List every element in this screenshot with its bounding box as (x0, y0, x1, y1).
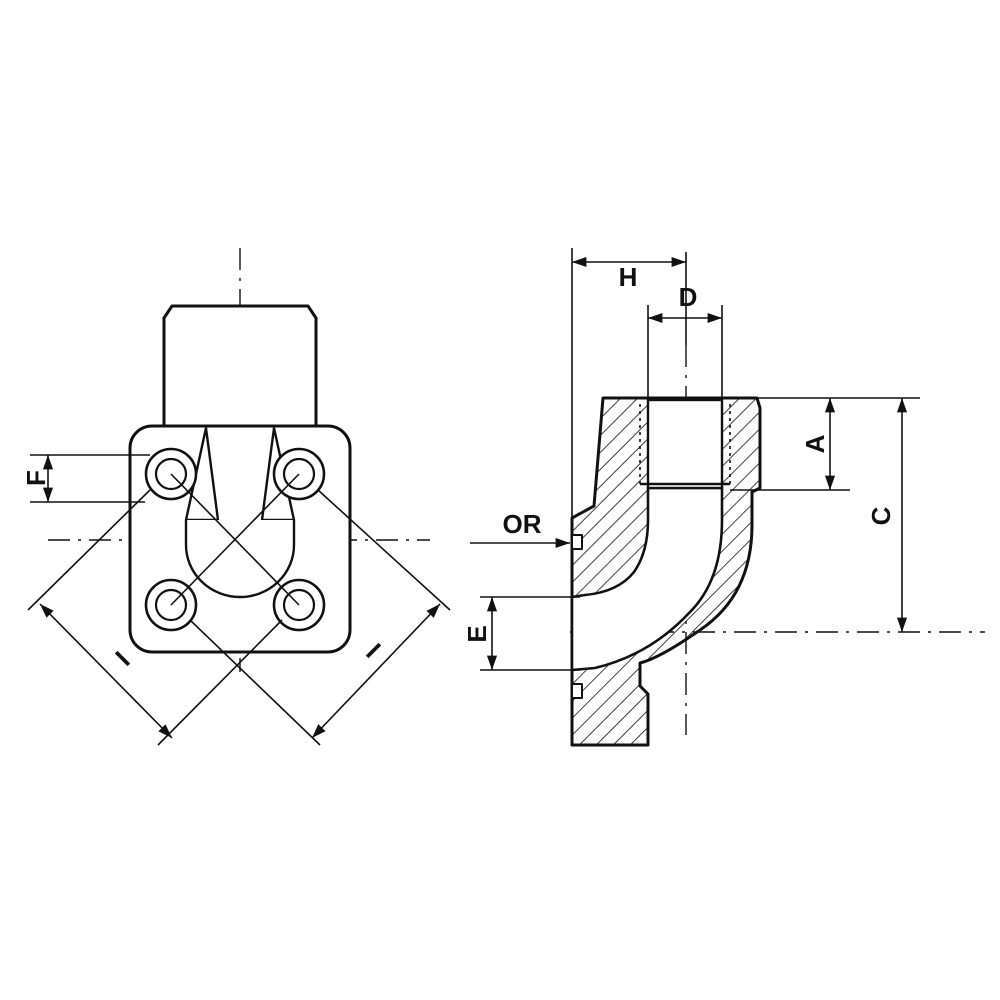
center-bore (184, 520, 296, 599)
label-F: F (21, 470, 51, 486)
label-E: E (462, 625, 492, 642)
label-I-left: I (109, 645, 135, 671)
dimension-H: H (572, 252, 687, 345)
threaded-port (639, 398, 731, 490)
diagonal-line-b (170, 473, 300, 606)
o-ring-groove-bottom (571, 683, 583, 699)
label-D: D (679, 282, 698, 312)
pipe-stub (162, 304, 318, 428)
label-I-right: I (360, 637, 386, 663)
dimension-E: E (462, 596, 580, 671)
dimension-A: A (730, 397, 920, 491)
label-OR: OR (503, 509, 542, 539)
label-A: A (800, 434, 830, 453)
section-view: H D A C OR E (462, 248, 985, 747)
dimension-C: C (866, 398, 908, 632)
front-view: F I I (21, 248, 451, 746)
dimension-D: D (647, 282, 723, 400)
dimension-F: F (21, 454, 150, 503)
label-C: C (866, 506, 896, 525)
flow-passage (570, 486, 724, 672)
label-H: H (619, 262, 638, 292)
callout-OR: OR (470, 509, 570, 549)
o-ring-groove-top (571, 534, 583, 550)
